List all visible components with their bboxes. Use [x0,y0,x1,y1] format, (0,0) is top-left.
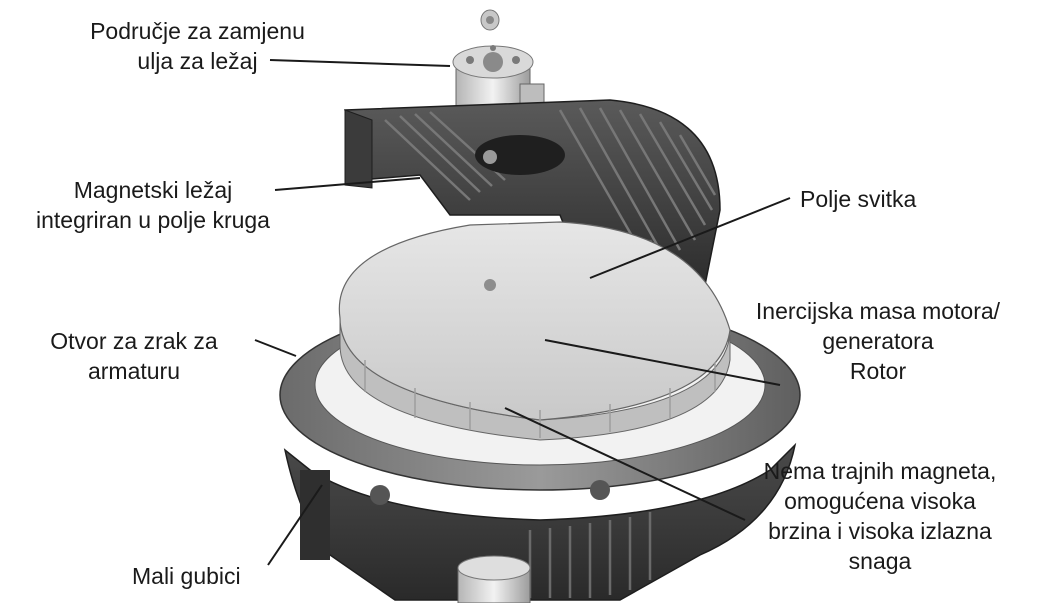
label-no-magnets: Nema trajnih magneta, omogućena visoka b… [735,456,1025,576]
label-air-opening: Otvor za zrak za armaturu [14,326,254,386]
label-line: ulja za ležaj [60,46,335,76]
label-line: Polje svitka [800,184,916,214]
rotor [339,222,730,440]
label-line: Otvor za zrak za [14,326,254,356]
bottom-bolt [458,556,530,603]
label-line: snaga [735,546,1025,576]
label-line: Magnetski ležaj [8,175,298,205]
label-line: Mali gubici [132,561,241,591]
label-line: armaturu [14,356,254,386]
label-line: Rotor [728,356,1028,386]
label-line: brzina i visoka izlazna [735,516,1025,546]
label-line: Inercijska masa motora/ [728,296,1028,326]
label-line: Područje za zamjenu [60,16,335,46]
label-line: integriran u polje kruga [8,205,298,235]
label-oil-area: Područje za zamjenu ulja za ležaj [60,16,335,76]
label-line: Nema trajnih magneta, [735,456,1025,486]
label-inertial-mass: Inercijska masa motora/ generatora Rotor [728,296,1028,386]
label-line: generatora [728,326,1028,356]
label-line: omogućena visoka [735,486,1025,516]
label-small-losses: Mali gubici [132,561,241,591]
label-coil-field: Polje svitka [800,184,916,214]
top-bolt-fragment [481,10,499,30]
label-magnetic-bearing: Magnetski ležaj integriran u polje kruga [8,175,298,235]
leader-air-opening [255,340,296,356]
